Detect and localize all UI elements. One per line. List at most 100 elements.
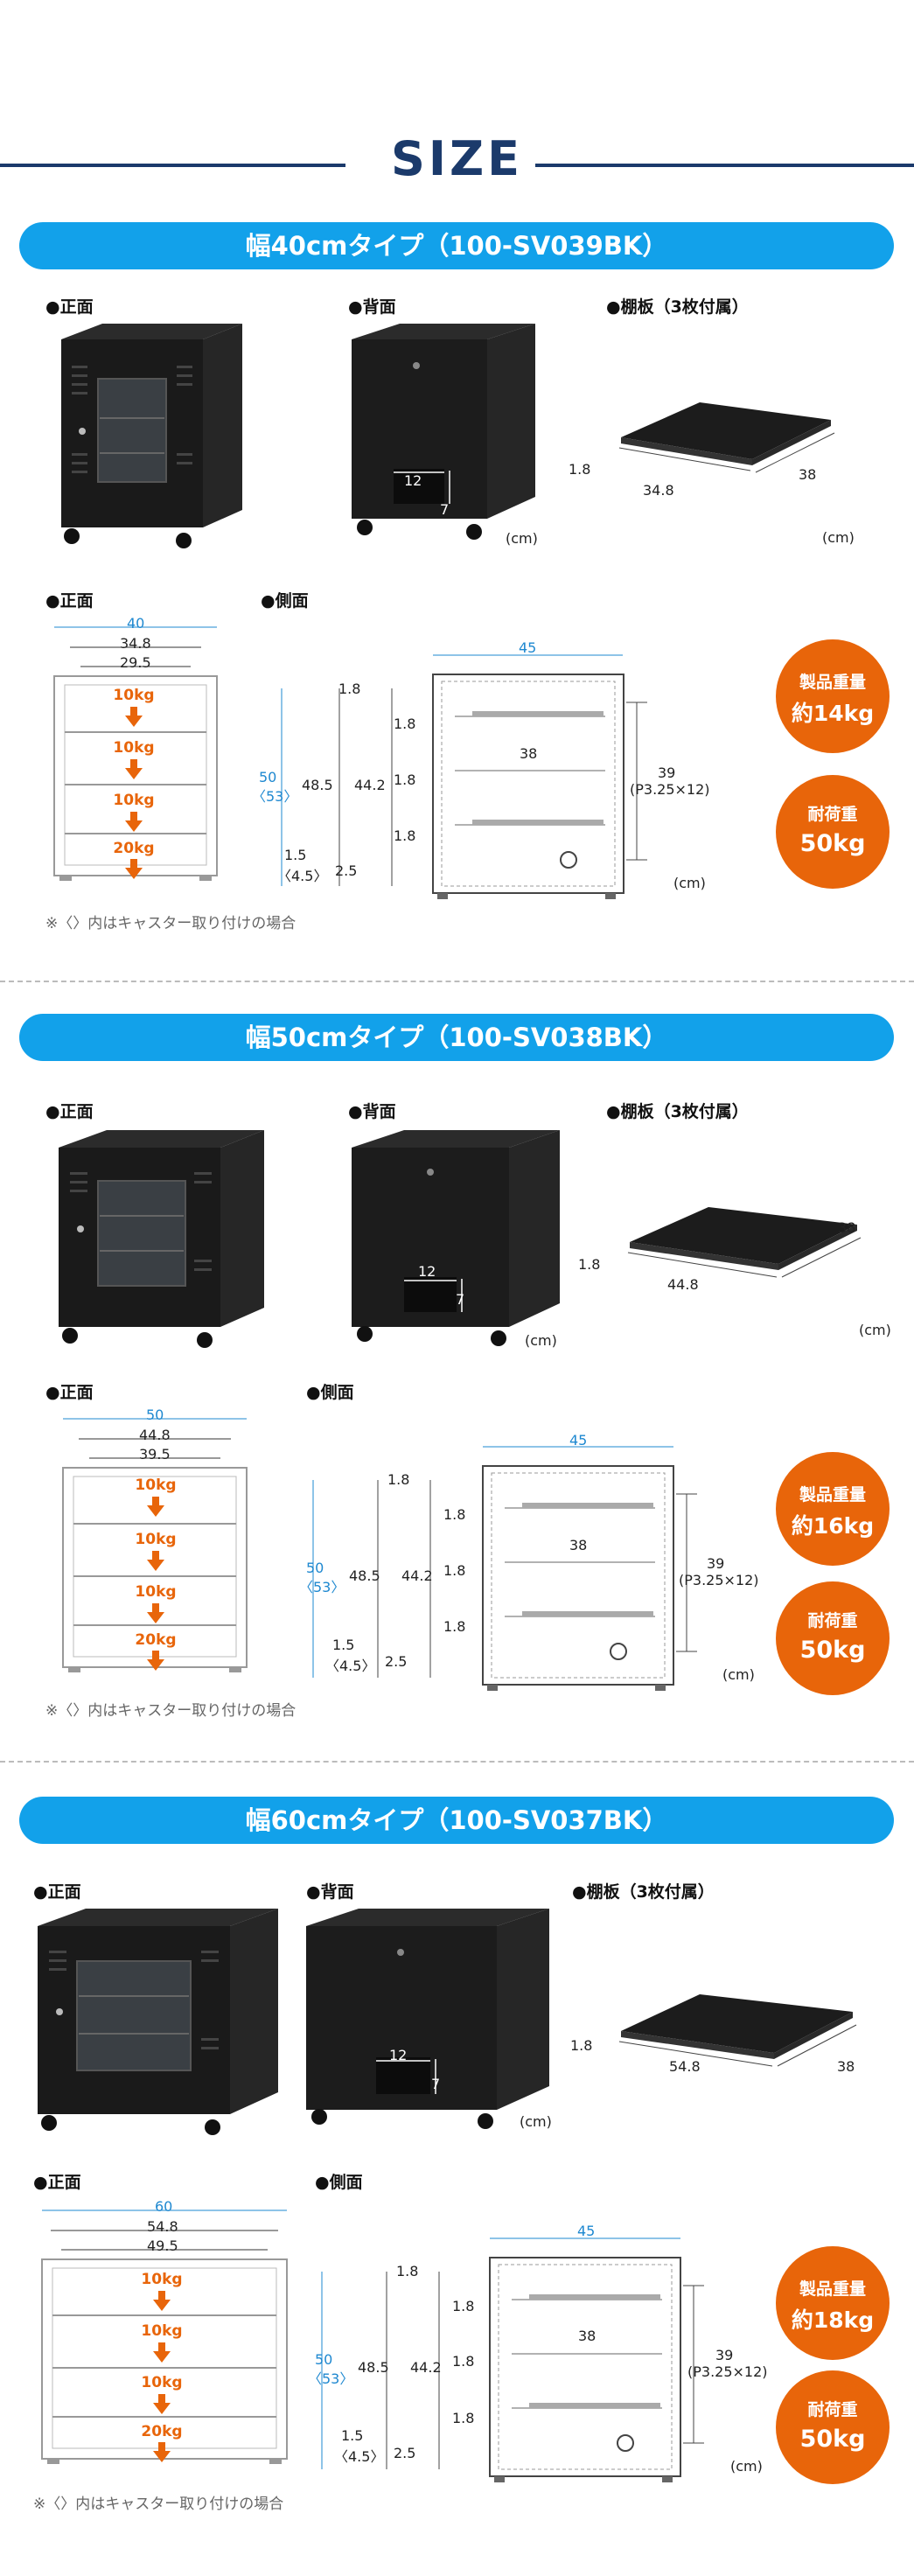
side-dim-h50: 50: [315, 2351, 333, 2368]
load-badge: 耐荷重 50kg: [776, 775, 890, 889]
weight-value: 約18kg: [791, 2307, 875, 2333]
side-dim-p2: 1.8: [443, 1562, 466, 1579]
load-arrow-4: [125, 859, 143, 879]
label-side: ●側面: [261, 591, 309, 611]
label-front-drawing: ●正面: [33, 2173, 81, 2192]
front-dim-opening: 49.5: [147, 2237, 178, 2254]
back-dim-w: 12: [389, 2047, 408, 2063]
label-front-drawing: ●正面: [45, 1383, 94, 1402]
load-4: 20kg: [135, 1631, 177, 1649]
load-arrow-1: [153, 2291, 171, 2311]
label-side: ●側面: [306, 1383, 354, 1402]
label-front-photo: ●正面: [45, 1102, 94, 1121]
weight-label: 製品重量: [799, 673, 866, 692]
side-dim-mid: 38: [578, 2328, 597, 2344]
shelf-dim-w: 54.8: [669, 2058, 701, 2075]
side-dim-rail-pitch: (P3.25×12): [630, 781, 710, 798]
side-dim-h53: 〈53〉: [308, 2370, 354, 2387]
load-arrow-2: [125, 759, 143, 779]
shelf-image: [618, 402, 835, 473]
side-dim-rail: 39: [707, 1555, 725, 1572]
load-1: 10kg: [113, 687, 155, 704]
side-dim-b25: 2.5: [385, 1653, 408, 1670]
side-dim-h50: 50: [259, 769, 277, 785]
weight-badge: 製品重量 約14kg: [776, 639, 890, 753]
side-dim-rail: 39: [658, 764, 676, 781]
load-arrow-3: [153, 2394, 171, 2414]
front-dim-inner: 44.8: [139, 1427, 171, 1443]
front-dim-inner: 54.8: [147, 2218, 178, 2235]
shelf-image: [618, 1994, 857, 2067]
unit-side: (cm): [730, 2458, 763, 2475]
side-dim-p1: 1.8: [452, 2298, 475, 2314]
side-dim-depth: 45: [519, 639, 537, 656]
side-dim-b45: 〈4.5〉: [325, 1658, 376, 1674]
side-dim-b45: 〈4.5〉: [277, 868, 328, 884]
weight-badge: 製品重量 約16kg: [776, 1452, 890, 1566]
side-drawing: [312, 1446, 697, 1691]
load-label: 耐荷重: [807, 2400, 858, 2419]
section-banner-50: 幅50cmタイプ（100-SV038BK）: [19, 1014, 894, 1061]
weight-value: 約14kg: [791, 701, 875, 726]
back-dim-w: 12: [404, 472, 422, 489]
side-dim-b25: 2.5: [394, 2445, 416, 2461]
side-dim-top: 1.8: [396, 2263, 419, 2279]
side-dim-p2: 1.8: [452, 2353, 475, 2370]
shelf-dim-t: 1.8: [569, 461, 591, 478]
load-value: 50kg: [799, 830, 866, 857]
load-arrow-2: [147, 1551, 164, 1571]
unit-back: (cm): [525, 1332, 557, 1349]
shelf-dim-d: 38: [837, 2058, 855, 2075]
unit-shelf: (cm): [822, 529, 855, 546]
side-dim-h44: 44.2: [410, 2359, 442, 2376]
side-dim-rail-pitch: (P3.25×12): [679, 1572, 759, 1588]
section-divider: [0, 1761, 914, 1763]
load-arrow-4: [147, 1651, 164, 1671]
shelf-image: [627, 1207, 862, 1278]
weight-value: 約16kg: [791, 1513, 875, 1539]
side-dim-b15: 1.5: [341, 2427, 364, 2444]
front-drawing: [62, 1418, 248, 1672]
load-arrow-3: [125, 812, 143, 832]
side-dim-b45: 〈4.5〉: [334, 2448, 385, 2465]
unit-side: (cm): [722, 1666, 755, 1683]
side-dim-b15: 1.5: [284, 847, 307, 863]
load-value: 50kg: [799, 2426, 866, 2453]
side-dim-p2: 1.8: [394, 771, 416, 788]
label-back-photo: ●背面: [306, 1882, 354, 1902]
load-label: 耐荷重: [807, 1611, 858, 1630]
side-dim-mid: 38: [520, 745, 538, 762]
label-side: ●側面: [315, 2173, 363, 2192]
shelf-dim-w: 34.8: [643, 482, 674, 499]
caster-note: ※〈〉内はキャスター取り付けの場合: [45, 915, 297, 932]
load-4: 20kg: [113, 840, 155, 857]
load-label: 耐荷重: [807, 805, 858, 824]
label-shelf: ●棚板（3枚付属）: [606, 297, 749, 317]
load-4: 20kg: [141, 2423, 183, 2440]
section-divider: [0, 981, 914, 982]
label-front-photo: ●正面: [33, 1882, 81, 1902]
side-dim-p1: 1.8: [394, 716, 416, 732]
load-1: 10kg: [141, 2271, 183, 2288]
front-dim-outer: 40: [127, 615, 145, 632]
side-dim-b15: 1.5: [332, 1637, 355, 1653]
load-arrow-3: [147, 1603, 164, 1623]
load-2: 10kg: [141, 2322, 183, 2340]
load-3: 10kg: [135, 1583, 177, 1601]
front-dim-outer: 60: [155, 2198, 173, 2215]
shelf-dim-d: 38: [799, 466, 817, 483]
section-banner-40: 幅40cmタイプ（100-SV039BK）: [19, 222, 894, 269]
back-dim-w: 12: [418, 1263, 436, 1280]
label-back-photo: ●背面: [348, 297, 396, 317]
shelf-dim-w: 44.8: [667, 1276, 699, 1293]
load-arrow-2: [153, 2342, 171, 2363]
shelf-dim-t: 1.8: [578, 1256, 601, 1273]
front-dim-opening: 29.5: [120, 654, 151, 671]
side-dim-h44: 44.2: [354, 777, 386, 793]
back-dim-h: 7: [431, 2076, 441, 2092]
caster-note: ※〈〉内はキャスター取り付けの場合: [33, 2496, 284, 2513]
side-dim-depth: 45: [569, 1432, 588, 1449]
load-2: 10kg: [113, 739, 155, 757]
side-dim-h50: 50: [306, 1560, 324, 1576]
back-dim-h: 7: [456, 1291, 465, 1308]
